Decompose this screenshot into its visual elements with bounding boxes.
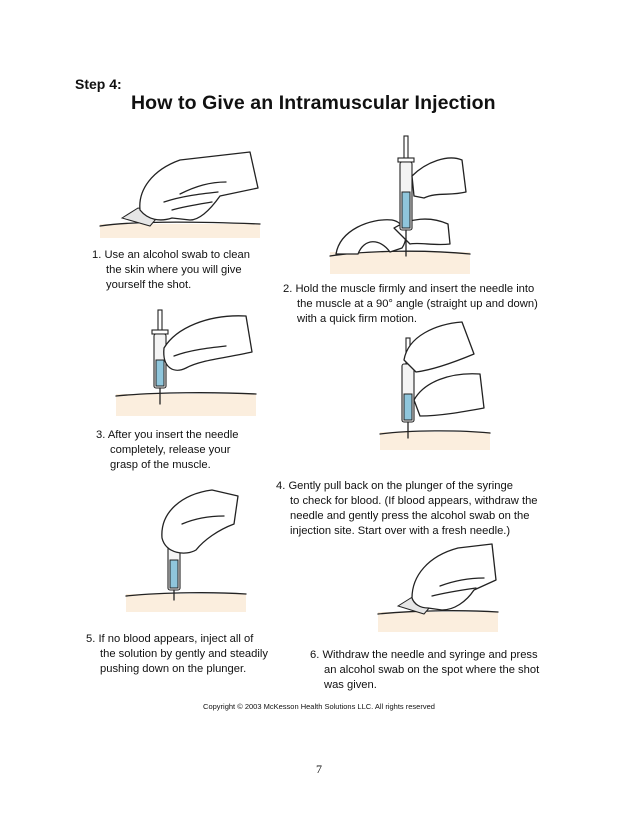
instruction-line: the skin where you will give bbox=[106, 264, 242, 276]
page-number: 7 bbox=[316, 762, 322, 776]
instruction-line: injection site. Start over with a fresh … bbox=[290, 525, 511, 537]
illustration-step-3-release bbox=[115, 309, 257, 416]
instruction-line: needle and gently press the alcohol swab… bbox=[290, 510, 530, 522]
instruction-line: 6. Withdraw the needle and syringe and p… bbox=[310, 649, 538, 661]
instruction-line: was given. bbox=[324, 679, 377, 691]
instruction-step-6: 6. Withdraw the needle and syringe and p… bbox=[310, 648, 539, 693]
instruction-line: 1. Use an alcohol swab to clean bbox=[92, 249, 250, 261]
instruction-step-2: 2. Hold the muscle firmly and insert the… bbox=[283, 282, 538, 327]
illustration-step-1-swab bbox=[99, 151, 261, 238]
instruction-line: pushing down on the plunger. bbox=[100, 663, 247, 675]
instruction-step-1: 1. Use an alcohol swab to clean the skin… bbox=[92, 248, 250, 293]
instruction-step-5: 5. If no blood appears, inject all of th… bbox=[86, 632, 268, 677]
instruction-line: 3. After you insert the needle bbox=[96, 429, 239, 441]
instruction-step-3: 3. After you insert the needle completel… bbox=[96, 428, 238, 473]
instruction-line: an alcohol swab on the spot where the sh… bbox=[324, 664, 540, 676]
illustration-step-4-aspirate bbox=[379, 321, 491, 450]
instruction-line: the muscle at a 90° angle (straight up a… bbox=[297, 298, 538, 310]
page-title: How to Give an Intramuscular Injection bbox=[131, 92, 496, 114]
instruction-line: with a quick firm motion. bbox=[297, 313, 417, 325]
instruction-line: 4. Gently pull back on the plunger of th… bbox=[276, 480, 513, 492]
illustration-step-2-insert bbox=[329, 135, 471, 274]
illustration-step-6-swab bbox=[377, 543, 499, 632]
instruction-line: grasp of the muscle. bbox=[110, 459, 211, 471]
illustration-step-5-inject bbox=[125, 489, 247, 612]
instruction-line: yourself the shot. bbox=[106, 279, 192, 291]
step-label: Step 4: bbox=[75, 76, 122, 92]
instruction-line: to check for blood. (If blood appears, w… bbox=[290, 495, 538, 507]
instruction-line: the solution by gently and steadily bbox=[100, 648, 268, 660]
instruction-step-4: 4. Gently pull back on the plunger of th… bbox=[276, 479, 538, 539]
instruction-line: 5. If no blood appears, inject all of bbox=[86, 633, 254, 645]
instruction-line: completely, release your bbox=[110, 444, 231, 456]
instruction-line: 2. Hold the muscle firmly and insert the… bbox=[283, 283, 535, 295]
copyright-notice: Copyright © 2003 McKesson Health Solutio… bbox=[203, 702, 435, 711]
